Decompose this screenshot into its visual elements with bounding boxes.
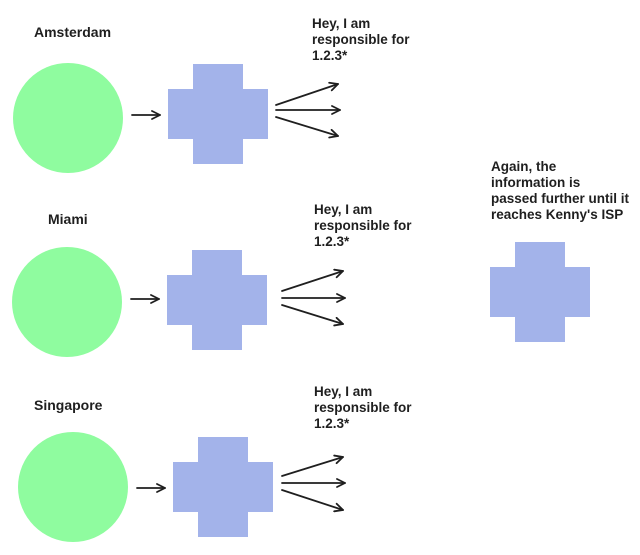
singapore-announcement: Hey, I am responsible for 1.2.3* (314, 384, 412, 431)
amsterdam-announcement: Hey, I am responsible for 1.2.3* (312, 16, 410, 63)
amsterdam-router-cross (168, 64, 268, 164)
propagation-note: Again, the information is passed further… (491, 159, 630, 222)
city-label-singapore: Singapore (34, 397, 103, 413)
miami-router-cross (167, 250, 267, 350)
city-label-amsterdam: Amsterdam (34, 24, 112, 40)
singapore-fanout-arrow-3 (281, 489, 344, 513)
singapore-router-cross (173, 437, 273, 537)
amsterdam-fanout-arrow-1 (275, 81, 339, 106)
amsterdam-node-circle (13, 63, 123, 173)
singapore-fanout-arrow-1 (281, 454, 344, 477)
miami-fanout-arrow-3 (281, 304, 344, 327)
miami-announcement: Hey, I am responsible for 1.2.3* (314, 202, 412, 249)
miami-fanout-arrow-1 (281, 268, 344, 292)
amsterdam-fanout-arrow-3 (275, 116, 339, 139)
downstream-router-cross (490, 242, 590, 342)
singapore-node-circle (18, 432, 128, 542)
miami-node-circle (12, 247, 122, 357)
city-label-miami: Miami (48, 211, 88, 227)
